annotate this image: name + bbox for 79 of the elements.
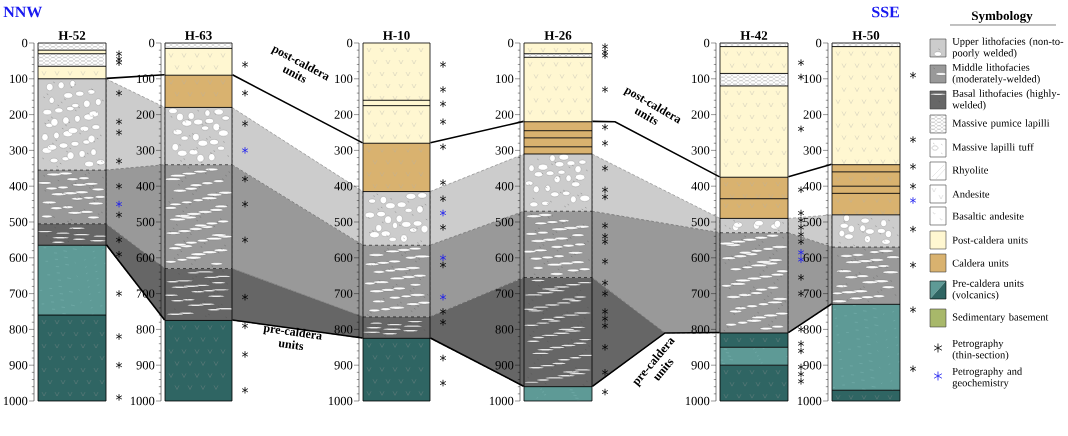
correlation-line [231,74,364,144]
label: 800 [136,325,155,334]
node-label: H-42 [740,31,768,40]
label: 900 [495,360,514,370]
label: 700 [803,289,822,298]
correlation-line [105,74,166,80]
node-label: H-52 [58,31,86,40]
correlation-line [429,120,525,144]
label: 900 [803,360,822,370]
legend-text: Rhyolite [952,166,988,176]
label: 400 [803,181,822,191]
legend-text: Caldera units [952,259,1009,267]
legend-text: Upper lithofacies (non-to-poorly welded) [952,37,1064,59]
legend-text: Petrography and geochemistry [952,367,1023,389]
label: 200 [803,110,822,119]
legend-text: Middle lithofacies (moderately-welded) [952,63,1040,85]
label: 200 [334,110,353,119]
label: 300 [334,146,353,155]
correlation-line [231,319,364,339]
borehole-column: H-52 [37,31,107,402]
label: 400 [136,181,155,191]
label: 0 [704,38,710,48]
label: 0 [22,38,28,48]
depth-axis: 0 100 200 300 400 500 600 700 800 900 1000 [3,38,35,406]
label: 400 [691,181,710,191]
direction-label: NNW [3,6,43,18]
label: 300 [803,146,822,155]
label: 300 [691,146,710,155]
label: 1000 [489,396,514,406]
unit-label: pre-caldera units [262,326,322,351]
borehole-column: H-10 [362,31,431,402]
label: 0 [508,38,514,48]
label: 200 [136,110,155,119]
correlation-line [591,120,721,178]
label: 1000 [3,396,28,406]
label: 1000 [797,396,822,406]
direction-label: SSE [872,6,899,18]
borehole-column: H-26 [523,31,593,402]
label: 1000 [328,396,353,406]
node-label: H-26 [544,31,572,40]
label: 200 [495,110,514,119]
label: 1000 [130,396,155,406]
label: 600 [136,253,155,263]
borehole-column: H-42 [719,31,789,402]
node-label: H-63 [185,31,212,40]
label: 600 [803,253,822,263]
depth-axis: 0 100 200 300 400 500 600 700 800 900 1000 [797,38,829,406]
label: 100 [804,74,822,84]
node-label: H-50 [852,31,880,40]
label: 1000 [685,396,710,406]
correlation-line [105,244,166,321]
depth-axis: 0 100 200 300 400 500 600 700 800 900 1000 [489,38,521,406]
borehole-column: H-50 [831,31,901,402]
label: 0 [149,38,155,48]
legend-text: Basaltic andesite [952,212,1024,220]
legend-text: Massive pumice lapilli [952,119,1050,129]
label: 0 [347,38,353,48]
node-label: H-10 [383,31,410,40]
correlation-line [787,163,833,178]
label: 500 [136,217,155,227]
label: 800 [334,325,353,334]
borehole-column: H-63 [164,31,233,402]
correlation-line [787,303,833,334]
legend-text: Petrography (thin-section) [952,339,1009,361]
label: 500 [803,217,822,227]
legend-text: Basal lithofacies (highly-welded) [952,89,1060,111]
correlation-line [429,337,525,388]
legend-text: Massive lapilli tuff [952,143,1034,153]
depth-axis: 0 100 200 300 400 500 600 700 800 900 1000 [328,38,360,406]
label: 0 [816,38,822,48]
legend-text: Andesite [952,190,990,198]
legend-text: Sedimentary basement [952,313,1049,323]
label: 900 [136,360,155,370]
legend-text: Pre-caldera units (volcanics) [952,279,1024,301]
label: 300 [136,146,155,155]
label: 800 [803,325,822,334]
legend-text: Post-caldera units [952,236,1028,244]
correlation-line [591,331,721,388]
legend-title: Symbology [972,11,1033,23]
